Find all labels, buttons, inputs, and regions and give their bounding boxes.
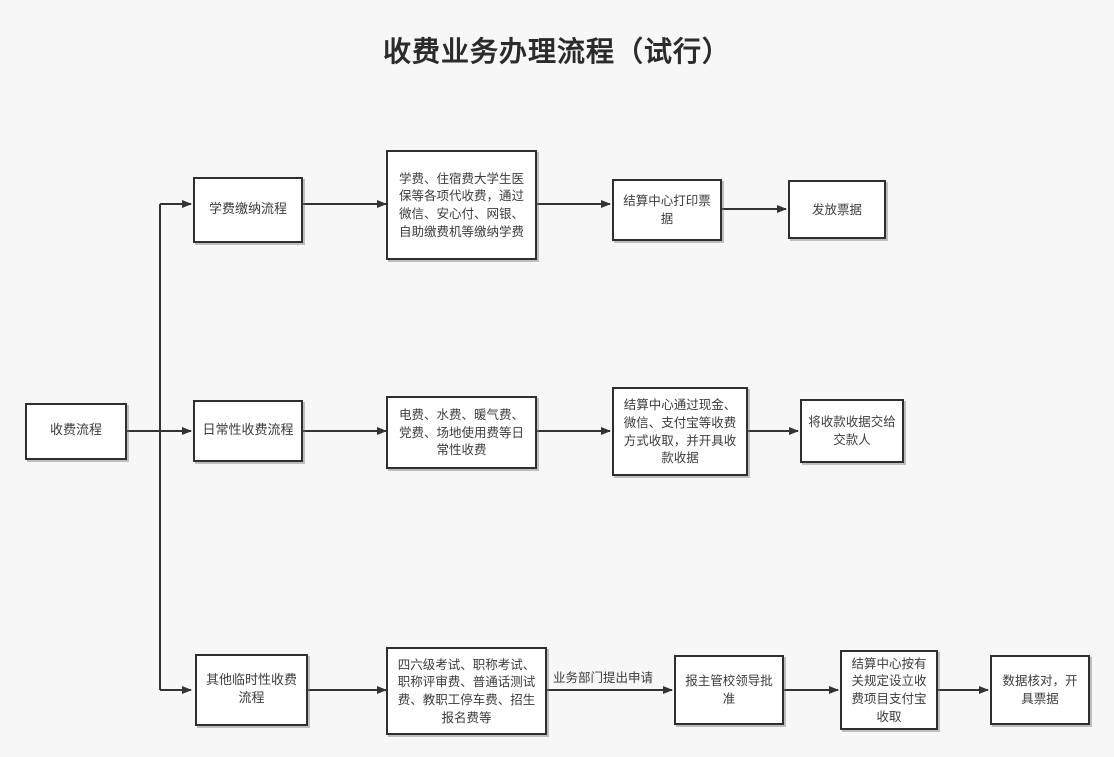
node-branch2-step1[interactable]: 电费、水费、暖气费、党费、场地使用费等日常性收费 xyxy=(386,396,537,469)
node-branch3-step1-label: 四六级考试、职称考试、职称评审费、普通话测试费、教职工停车费、招生报名费等 xyxy=(397,656,536,725)
node-branch1-step2[interactable]: 结算中心打印票据 xyxy=(612,179,722,241)
node-branch3[interactable]: 其他临时性收费流程 xyxy=(195,654,308,726)
node-branch3-step3[interactable]: 结算中心按有关规定设立收费项目支付宝收取 xyxy=(840,650,938,730)
node-branch2[interactable]: 日常性收费流程 xyxy=(193,400,303,462)
node-branch1-step3[interactable]: 发放票据 xyxy=(788,180,886,239)
node-branch2-step3[interactable]: 将收款收据交给交款人 xyxy=(800,399,904,463)
node-branch1-step3-label: 发放票据 xyxy=(811,201,862,217)
node-branch1-step2-label: 结算中心打印票据 xyxy=(623,193,711,226)
node-branch2-label: 日常性收费流程 xyxy=(202,422,294,438)
node-branch2-step2-label: 结算中心通过现金、微信、支付宝等收费方式收取，并开具收款收据 xyxy=(623,397,737,466)
node-root-label: 收费流程 xyxy=(49,423,102,439)
edge-label-apply: 业务部门提出申请 xyxy=(553,670,654,685)
node-branch1-step1-label: 学费、住宿费大学生医保等各项代收费，通过微信、安心付、网银、自助缴费机等缴纳学费 xyxy=(398,170,524,239)
node-branch3-step2[interactable]: 报主管校领导批准 xyxy=(674,655,784,725)
node-branch1-label: 学费缴纳流程 xyxy=(208,201,287,217)
node-branch3-step3-label: 结算中心按有关规定设立收费项目支付宝收取 xyxy=(851,655,927,724)
node-root[interactable]: 收费流程 xyxy=(25,403,127,460)
node-branch3-step2-label: 报主管校领导批准 xyxy=(685,673,773,706)
node-branch3-step4[interactable]: 数据核对，开具票据 xyxy=(990,655,1090,725)
node-branch3-step1[interactable]: 四六级考试、职称考试、职称评审费、普通话测试费、教职工停车费、招生报名费等 xyxy=(386,647,547,735)
node-branch1[interactable]: 学费缴纳流程 xyxy=(193,177,303,243)
node-branch2-step1-label: 电费、水费、暖气费、党费、场地使用费等日常性收费 xyxy=(398,406,524,458)
node-branch2-step3-label: 将收款收据交给交款人 xyxy=(808,414,896,447)
node-branch3-step4-label: 数据核对，开具票据 xyxy=(1002,673,1078,706)
node-branch1-step1[interactable]: 学费、住宿费大学生医保等各项代收费，通过微信、安心付、网银、自助缴费机等缴纳学费 xyxy=(386,150,537,260)
node-branch3-label: 其他临时性收费流程 xyxy=(205,672,297,706)
node-branch2-step2[interactable]: 结算中心通过现金、微信、支付宝等收费方式收取，并开具收款收据 xyxy=(612,387,748,476)
page-title: 收费业务办理流程（试行） xyxy=(382,35,731,68)
